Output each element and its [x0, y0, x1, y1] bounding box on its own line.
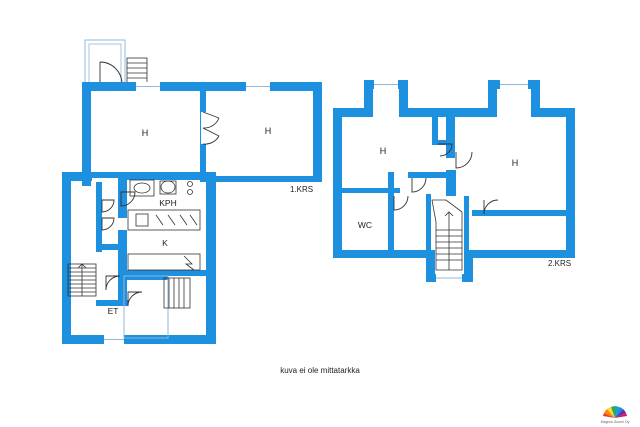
floor1-doors: [101, 111, 221, 307]
floor-2: H H WC 2.KRS: [333, 80, 575, 282]
floor1-walls: [62, 82, 322, 344]
brand-logo: [603, 406, 627, 418]
room-label-h-left: H: [380, 146, 387, 156]
room-label-wc: WC: [358, 220, 372, 230]
room-label-et: ET: [108, 306, 119, 316]
room-label-h-right: H: [512, 158, 519, 168]
floor2-doors: [393, 143, 499, 215]
bathroom-fixtures: [129, 179, 193, 197]
floor2-label: 2.KRS: [548, 259, 571, 268]
floor2-windows: [374, 80, 528, 282]
disclaimer-note: kuva ei ole mittatarkka: [280, 366, 360, 375]
brand-text: Magnus Suomi Oy: [600, 420, 630, 424]
floor1-room-labels: H H KPH K ET: [108, 126, 272, 316]
balcony-door: [99, 61, 123, 85]
entrance-stairs: [163, 277, 191, 309]
floor1-label: 1.KRS: [290, 185, 313, 194]
floor2-stairs: [431, 199, 463, 271]
room-label-h-left: H: [142, 128, 149, 138]
room-label-kph: KPH: [159, 198, 176, 208]
terrace: [123, 275, 169, 339]
floor1-windows: [104, 82, 270, 344]
balcony-stairs: [126, 57, 148, 85]
floor1-stairs: [67, 263, 97, 297]
floor2-shaft: [446, 170, 456, 196]
room-label-h-right: H: [265, 126, 272, 136]
room-label-k: K: [162, 238, 168, 248]
brand: Magnus Suomi Oy: [596, 419, 634, 424]
floor-1: H H KPH K ET 1.KRS: [62, 39, 322, 344]
kitchen-counter: [127, 209, 201, 271]
floor2-room-labels: H H WC: [358, 146, 518, 230]
